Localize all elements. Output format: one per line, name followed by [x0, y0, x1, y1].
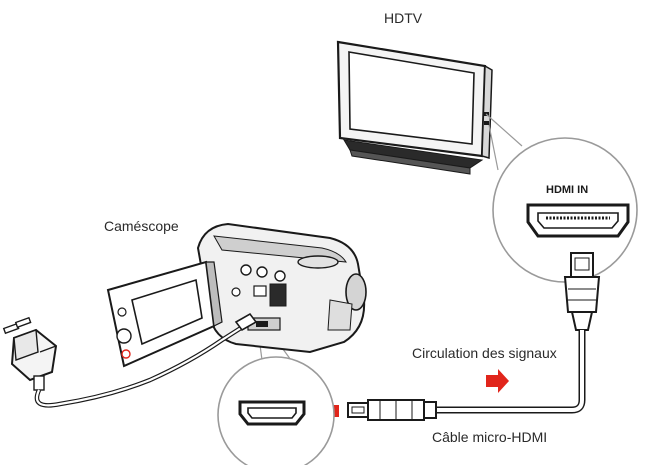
hdtv-illustration	[336, 40, 493, 175]
camcorder-label: Caméscope	[104, 218, 179, 234]
micro-hdmi-cable	[436, 330, 586, 414]
hdmi-in-port-icon	[526, 203, 630, 238]
hdmi-in-zoom: HDMI IN	[485, 113, 638, 283]
hdmi-in-label: HDMI IN	[546, 184, 588, 196]
hdmi-plug	[563, 252, 601, 331]
hdtv-label: HDTV	[384, 10, 423, 26]
cable-label: Câble micro-HDMI	[432, 429, 548, 445]
micro-hdmi-port-icon	[238, 400, 306, 426]
micro-hdmi-plug	[347, 399, 437, 421]
signal-arrow-right-icon	[486, 369, 509, 393]
camcorder-port-zoom	[217, 329, 335, 470]
power-adapter	[2, 316, 58, 391]
dc-plug	[234, 312, 258, 332]
dc-cable	[34, 324, 246, 408]
camcorder-illustration	[106, 222, 367, 368]
signal-flow-label: Circulation des signaux	[412, 345, 557, 361]
